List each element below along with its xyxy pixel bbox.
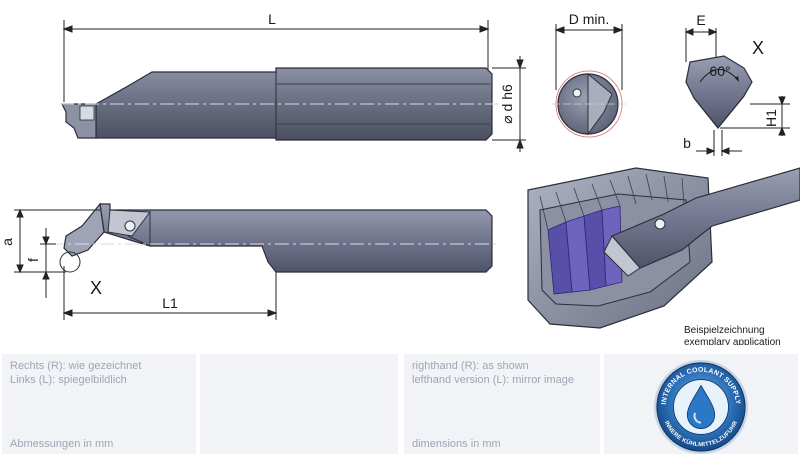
label-f: f: [25, 258, 41, 262]
label-L1: L1: [162, 295, 178, 311]
tool-side-view: a f X L1: [0, 202, 500, 320]
label-L: L: [268, 11, 276, 27]
label-E: E: [696, 12, 705, 28]
footer-panel-en: righthand (R): as shown lefthand version…: [404, 354, 600, 454]
footer-en-units: dimensions in mm: [412, 438, 501, 450]
label-X-view: X: [90, 278, 102, 298]
label-D-min: D min.: [569, 11, 609, 27]
thread-cutaway: [547, 205, 623, 295]
detail-circle: [59, 251, 81, 273]
detail-X: E X 60° H1 b: [683, 12, 790, 156]
footer-en-line1: righthand (R): as shown: [412, 360, 529, 372]
label-d-h6: ⌀ d h6: [499, 84, 515, 124]
footer-de-units: Abmessungen in mm: [10, 438, 114, 450]
label-a: a: [0, 238, 15, 246]
label-X-detail: X: [752, 38, 764, 58]
tool-side-shank: [99, 203, 493, 273]
end-view: D min.: [552, 11, 626, 138]
footer-de-line2: Links (L): spiegelbildlich: [10, 374, 127, 386]
dimension-L: [62, 20, 490, 102]
footer-de-line1: Rechts (R): wie gezeichnet: [10, 360, 142, 372]
footer-panel-de: Rechts (R): wie gezeichnet Links (L): sp…: [2, 354, 196, 454]
footer-en-line2: lefthand version (L): mirror image: [412, 374, 575, 386]
application-illustration: Beispielzeichnung exemplary application: [527, 167, 800, 345]
caption-en: exemplary application: [684, 337, 781, 345]
technical-drawing: L ⌀ d h6 D min.: [0, 11, 800, 345]
footer-panel-empty: [200, 354, 398, 454]
footer: Rechts (R): wie gezeichnet Links (L): sp…: [0, 348, 800, 457]
cutting-tip-side: [63, 202, 105, 257]
coolant-badge-icon: INTERNAL COOLANT SUPPLY INNERE KÜHLMITTE…: [653, 359, 749, 455]
label-b: b: [683, 135, 691, 151]
tool-top-view: L ⌀ d h6: [60, 11, 526, 152]
label-angle: 60°: [709, 63, 730, 79]
label-H1: H1: [763, 109, 779, 127]
dimension-d: [492, 56, 526, 152]
caption-de: Beispielzeichnung: [684, 325, 765, 336]
